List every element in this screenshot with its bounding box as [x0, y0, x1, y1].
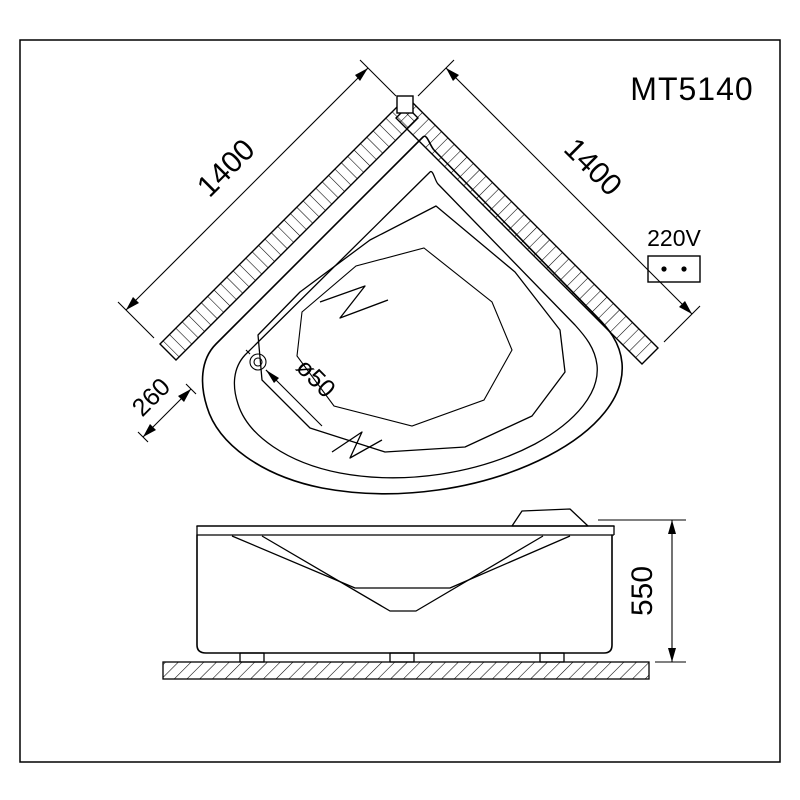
dimension-side-left: 1400 [117, 59, 397, 339]
outlet-pin-right [681, 266, 687, 272]
jet-facet-mark-bottom [331, 431, 383, 459]
extension-line [663, 305, 701, 343]
dimension-arrow [668, 520, 676, 534]
power-outlet-box [647, 255, 701, 283]
deck-offset-dimension-label: 260 [127, 373, 176, 422]
tub-section-inner [261, 535, 544, 612]
drain-inner-circle [253, 357, 263, 367]
tub-foot [389, 652, 415, 663]
left-wall-band [159, 101, 419, 361]
drain-leader-arrow [266, 370, 279, 383]
drain-diameter-label: ø50 [291, 353, 341, 403]
drawing-border-frame [19, 39, 781, 763]
outlet-pin-left [661, 266, 667, 272]
height-dimension-label: 550 [626, 566, 659, 616]
dimension-line [445, 67, 693, 315]
ground-hatch [162, 661, 650, 680]
power-label: 220V [647, 225, 701, 251]
headrest-pillow [511, 508, 589, 527]
dimension-arrow [126, 297, 139, 310]
rim-edge [233, 170, 598, 479]
wall-hatching [159, 95, 659, 365]
power-outlet-symbol: 220V [647, 225, 702, 283]
dimension-arrow [178, 389, 191, 402]
corner-apex-notch [396, 95, 414, 114]
apron-panel [196, 534, 613, 654]
tub-top-outline [201, 135, 623, 495]
tub-section-outer [231, 535, 571, 589]
basin-bottom-edge [296, 247, 513, 427]
right-wall-band [395, 101, 659, 365]
dimension-height: 550 [598, 519, 686, 663]
dimension-drain: ø50 [265, 353, 341, 427]
dimension-arrow [355, 68, 368, 81]
front-view: 550 [162, 508, 686, 680]
side-left-dimension-label: 1400 [191, 133, 262, 204]
dimension-line [125, 67, 369, 311]
dimension-arrow [143, 424, 156, 437]
dimension-arrow [668, 648, 676, 662]
basin-edge [257, 205, 566, 453]
dimension-arrow [679, 301, 692, 314]
deck-outer-edge [201, 135, 623, 495]
tub-foot [239, 652, 265, 663]
extension-line [117, 301, 155, 339]
extension-line [417, 59, 455, 97]
tub-foot [539, 652, 565, 663]
side-right-dimension-label: 1400 [557, 132, 628, 203]
top-view: ø50 1400 1400 260 [117, 59, 702, 495]
extension-line [359, 59, 397, 97]
dimension-deck-offset: 260 [127, 373, 197, 443]
drawing-title: MT5140 [630, 71, 753, 107]
drain-tick-1 [245, 349, 251, 355]
jet-facet-mark-top [319, 285, 389, 319]
dimension-arrow [446, 68, 459, 81]
drain-outer-circle [249, 353, 267, 371]
